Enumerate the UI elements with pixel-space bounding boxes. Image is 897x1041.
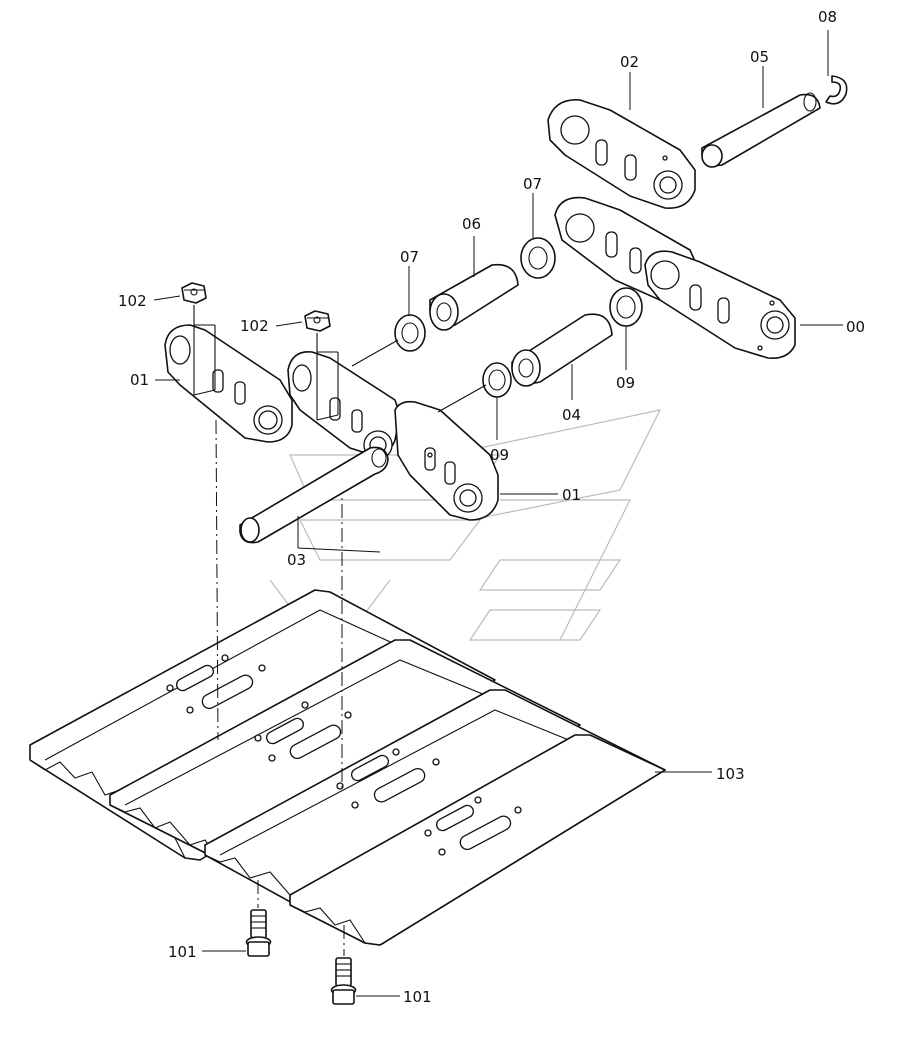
- bushing-04: [511, 313, 613, 387]
- callout-08: 08: [818, 8, 837, 26]
- track-shoe-assembly: [29, 589, 666, 946]
- callout-09-right: 09: [616, 374, 635, 392]
- callout-05: 05: [750, 48, 769, 66]
- track-pin-03: [239, 446, 389, 544]
- callout-01-right: 01: [562, 486, 581, 504]
- track-pin-05: [701, 92, 821, 168]
- bushing-06: [429, 263, 519, 331]
- callout-03: 03: [287, 551, 306, 569]
- callout-102-right: 102: [240, 317, 269, 335]
- callout-103: 103: [716, 765, 745, 783]
- leader-lines: [153, 30, 843, 997]
- master-link-00-lower: [644, 250, 796, 360]
- callout-101-right: 101: [403, 988, 432, 1006]
- callout-04: 04: [562, 406, 581, 424]
- shoe-bolt-2: [330, 957, 357, 1005]
- seal-09-right: [609, 287, 643, 327]
- callout-02: 02: [620, 53, 639, 71]
- callout-07-right: 07: [523, 175, 542, 193]
- callout-101-left: 101: [168, 943, 197, 961]
- track-link-01-lower: [394, 400, 499, 521]
- shoe-bolt-1: [245, 909, 272, 957]
- callout-00: 00: [846, 318, 865, 336]
- callout-09-left: 09: [490, 446, 509, 464]
- track-link-01-left: [164, 324, 293, 443]
- callout-06: 06: [462, 215, 481, 233]
- callout-01-left: 01: [130, 371, 149, 389]
- track-link-01-right: [287, 351, 401, 460]
- callout-labels: 08 02 05 07 06 07 102 102 00 01 09 04 09…: [118, 8, 865, 1006]
- seal-07-left: [394, 314, 426, 352]
- seal-09-left: [482, 362, 512, 398]
- seal-07-right: [520, 237, 556, 279]
- nut-102-right: [304, 310, 331, 332]
- nut-102-left: [181, 282, 207, 304]
- snap-ring-08: [825, 75, 848, 105]
- callout-07-left: 07: [400, 248, 419, 266]
- track-link-02: [547, 99, 696, 209]
- callout-102-left: 102: [118, 292, 147, 310]
